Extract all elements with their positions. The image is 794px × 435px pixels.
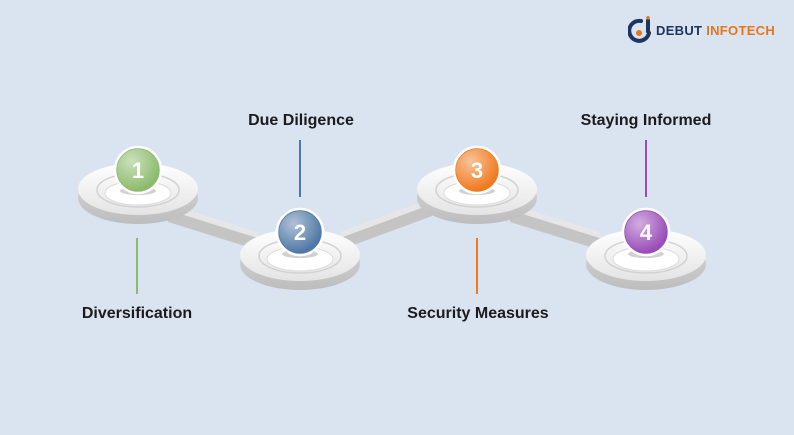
step-ball-4: 4 xyxy=(621,207,671,257)
step-number-3: 3 xyxy=(471,158,483,183)
brand-logo: DEBUT INFOTECH xyxy=(628,16,775,44)
step-label-1: Diversification xyxy=(81,305,193,322)
step-ball-2: 2 xyxy=(275,207,325,257)
step-number-4: 4 xyxy=(640,220,653,245)
brand-name: DEBUT INFOTECH xyxy=(656,23,775,38)
brand-name-part1: DEBUT xyxy=(656,22,703,38)
connector-2-3 xyxy=(340,198,432,250)
debut-d-logo-icon xyxy=(628,16,651,43)
connector-3-4 xyxy=(510,204,600,250)
connector-1-2 xyxy=(168,204,258,250)
step-label-3: Security Measures xyxy=(407,305,549,322)
step-label-2: Due Diligence xyxy=(248,112,354,129)
step-ball-3: 3 xyxy=(452,145,502,195)
step-ball-1: 1 xyxy=(113,145,163,195)
step-number-2: 2 xyxy=(294,220,306,245)
step-number-1: 1 xyxy=(132,158,144,183)
brand-name-part2: INFOTECH xyxy=(706,22,776,38)
step-label-4: Staying Informed xyxy=(580,112,712,129)
